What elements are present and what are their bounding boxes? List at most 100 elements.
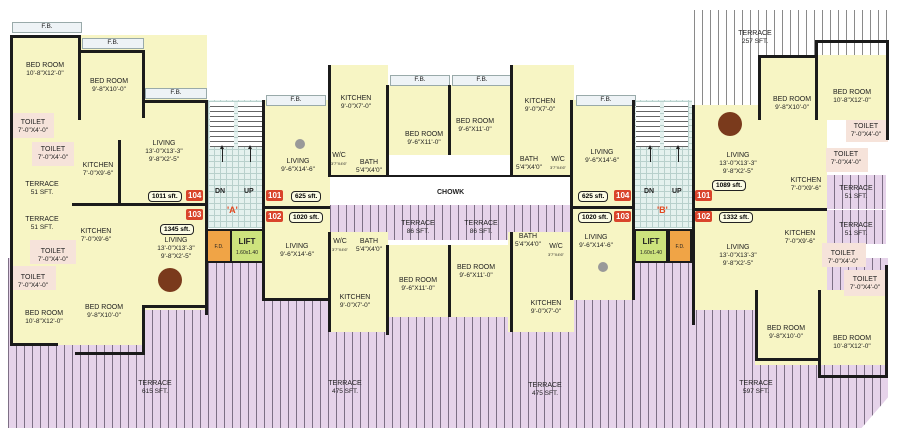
flat-104-b-kitchen [512, 65, 574, 177]
toilet [10, 266, 56, 290]
flat-number: 102 [266, 211, 284, 222]
wall [328, 232, 331, 332]
toilet [30, 240, 76, 264]
rug-icon [598, 262, 608, 272]
wall [262, 100, 265, 300]
wall [10, 35, 13, 345]
wall [885, 265, 888, 377]
wall [328, 65, 331, 177]
flat-area: 1020 sft. [289, 212, 324, 223]
chowk [330, 175, 570, 205]
flat-102-a [264, 208, 330, 300]
wing-b-label: 'B' [657, 205, 668, 215]
arrow-up-icon [220, 145, 224, 162]
stair-steps [238, 102, 262, 147]
wall [818, 375, 888, 378]
fd-b: F.D. [668, 229, 692, 263]
stair-dn-label: DN [215, 188, 226, 195]
flower-bed: F.B. [266, 95, 326, 106]
stair-steps [636, 102, 660, 147]
wall [142, 50, 145, 118]
toilet [12, 113, 54, 138]
flat-104-b-bed [450, 85, 512, 155]
wall [262, 298, 330, 301]
toilet [32, 142, 74, 166]
flat-101-b-beds [758, 55, 888, 120]
arrow-up-icon [248, 145, 252, 162]
flat-number: 101 [695, 190, 713, 201]
flat-102-b-beds [755, 290, 887, 365]
wall [142, 305, 208, 308]
flat-103-b-bed [450, 245, 512, 317]
wall [632, 100, 635, 300]
dining-table-icon [718, 112, 742, 136]
flat-area: 1020 sft. [578, 212, 613, 223]
flat-102-a-bed [386, 245, 448, 317]
wall [510, 65, 513, 177]
arrow-up-icon [648, 145, 652, 162]
flat-101-b [692, 105, 827, 210]
right-terrace-top [826, 175, 886, 209]
stair-dn-label: DN [644, 188, 655, 195]
stair-steps [664, 102, 688, 147]
wall [692, 208, 827, 211]
stair-steps [210, 102, 234, 147]
wall [118, 140, 121, 204]
flower-bed: F.B. [12, 22, 82, 33]
flat-area: 1011 sft. [148, 191, 182, 202]
flat-102-a-kitchen [328, 232, 388, 332]
flat-103-a-bed [10, 290, 145, 345]
wall [262, 206, 330, 209]
wing-a-label: 'A' [227, 205, 238, 215]
flat-area: 625 sft. [578, 191, 609, 202]
wall [72, 203, 207, 206]
toilet [844, 270, 886, 296]
flower-bed: F.B. [82, 38, 144, 49]
flat-101-a-bed [388, 85, 450, 155]
flat-103-b-kitchen [508, 232, 574, 332]
wall [755, 358, 820, 361]
wall [142, 305, 145, 353]
rug-icon [295, 139, 305, 149]
lift-label: LIFT [238, 237, 256, 246]
flat-area: 1089 sft. [712, 180, 747, 191]
wall [815, 40, 818, 120]
flat-number: 101 [266, 190, 284, 201]
wall [386, 245, 389, 335]
stair-up-label: UP [244, 188, 254, 195]
flower-bed: F.B. [576, 95, 636, 106]
flat-101-a-kitchen [328, 65, 388, 177]
lift-label: LIFT [642, 237, 660, 246]
